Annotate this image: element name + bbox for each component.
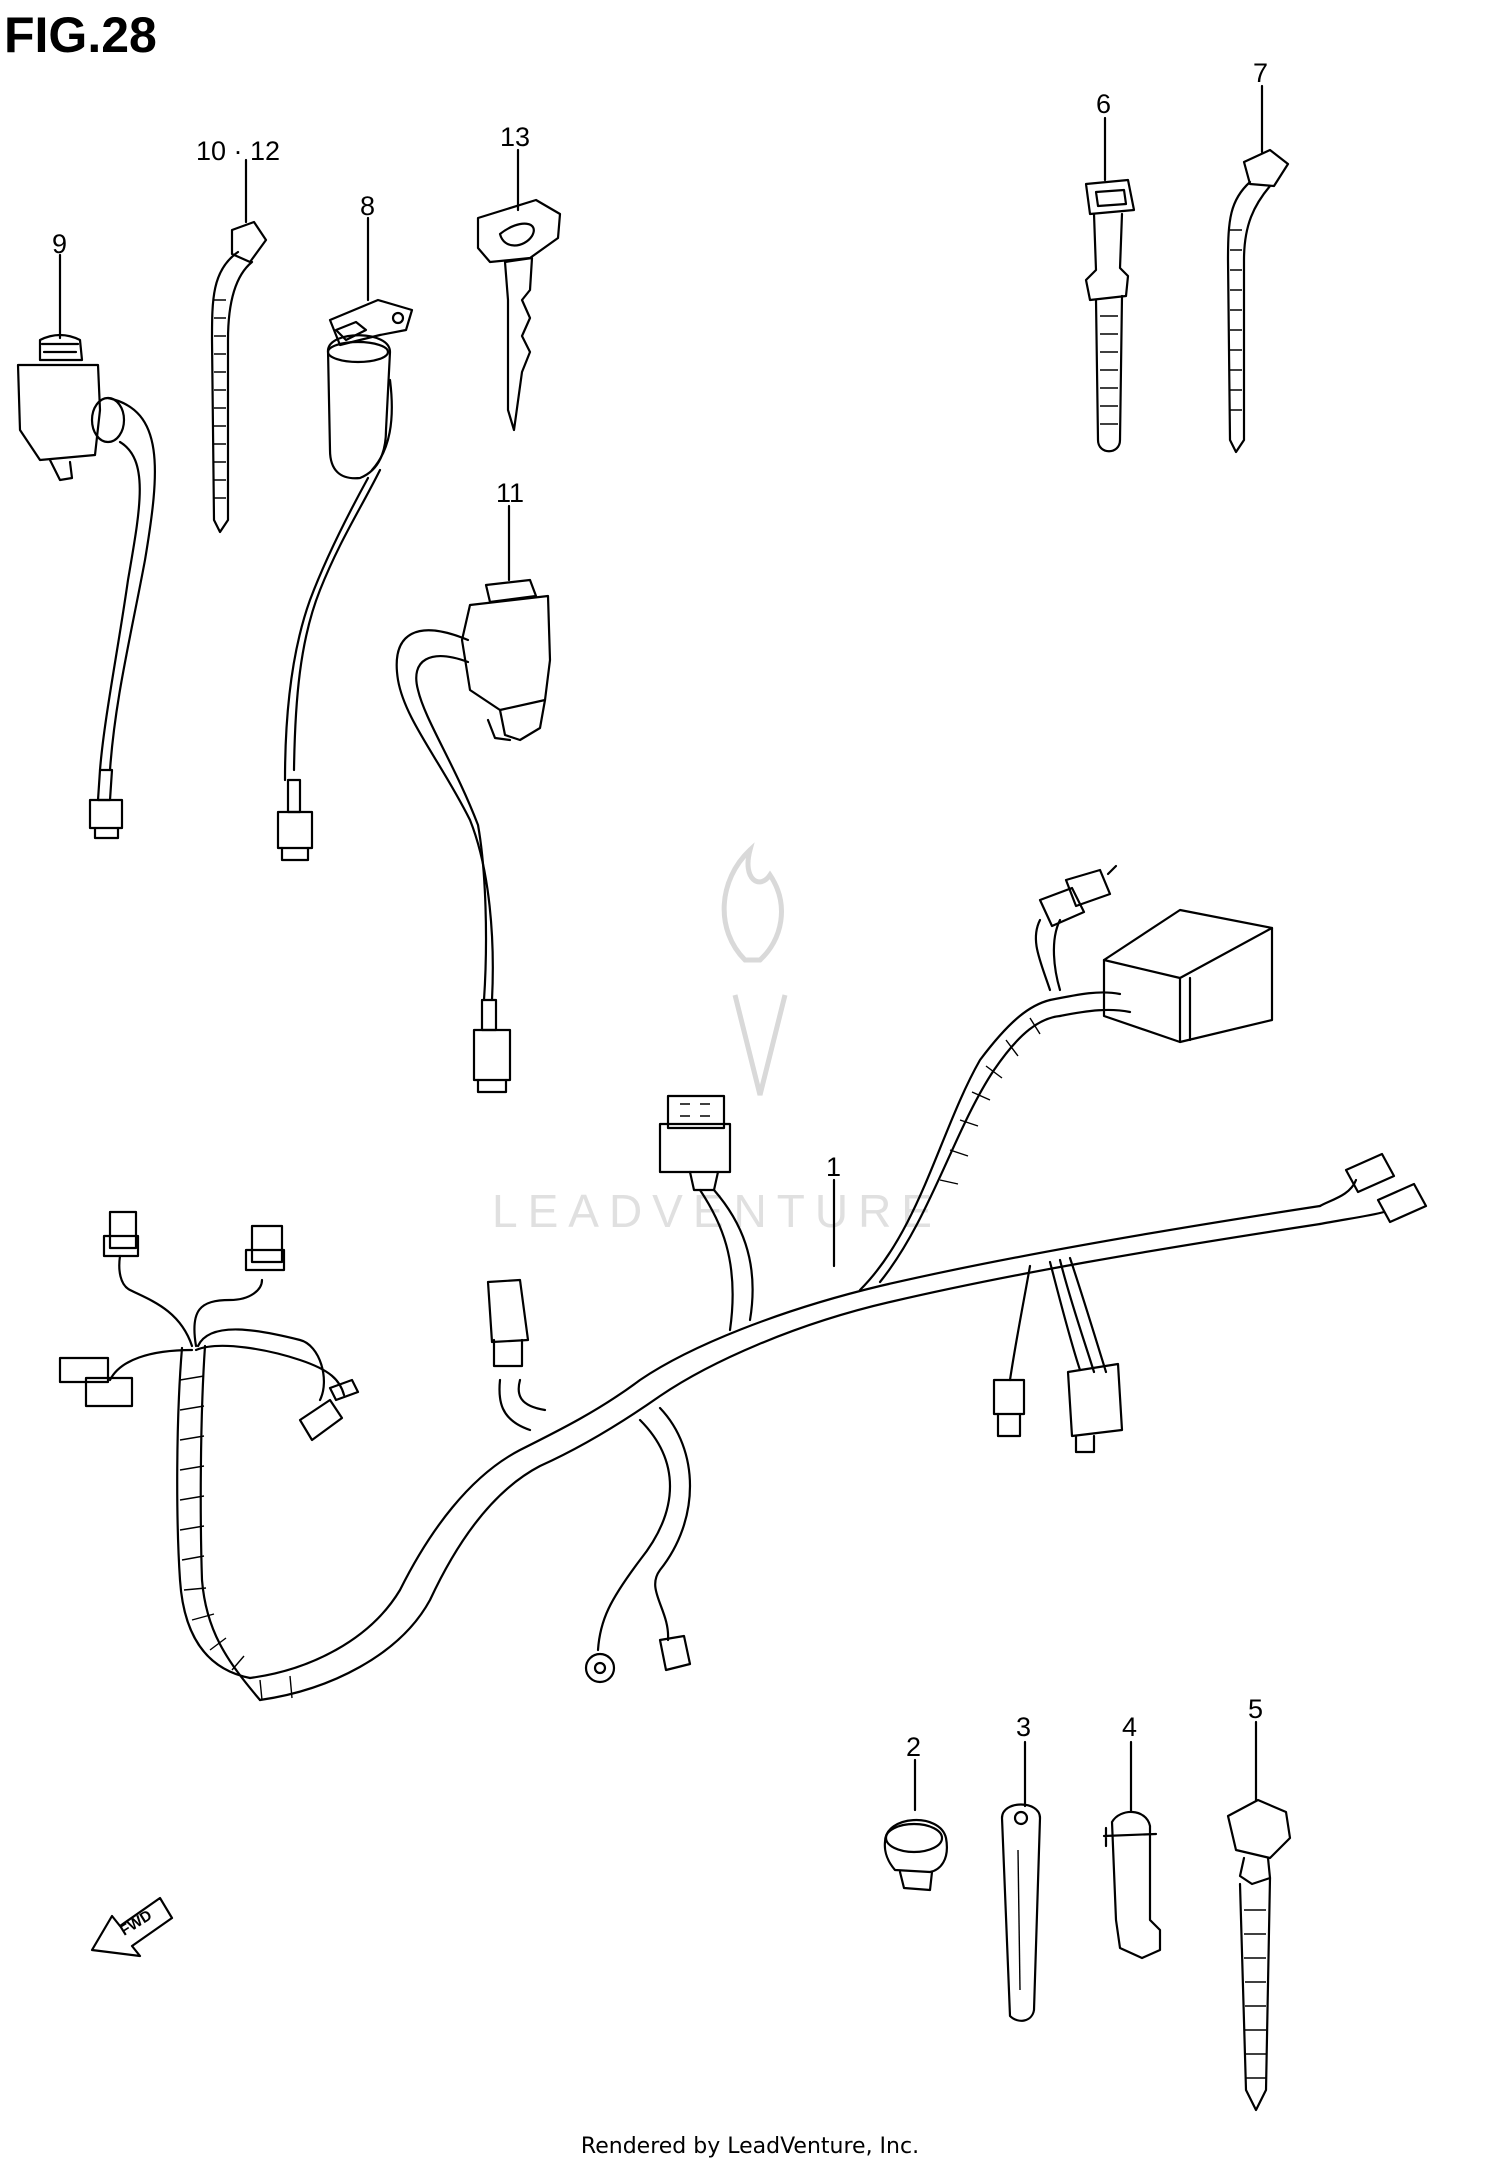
svg-text:4: 4 — [1122, 1712, 1137, 1742]
svg-text:10 · 12: 10 · 12 — [196, 136, 280, 166]
part-7-cable-tie[interactable] — [1226, 84, 1290, 454]
part-11-switch[interactable] — [395, 504, 552, 1094]
callout-3: 3 — [1016, 1712, 1031, 1742]
svg-text:2: 2 — [906, 1732, 921, 1762]
watermark-v-icon — [732, 994, 788, 1096]
callout-2: 2 — [906, 1732, 921, 1762]
svg-text:9: 9 — [52, 229, 67, 259]
svg-text:8: 8 — [360, 191, 375, 221]
part-13-key[interactable] — [476, 148, 562, 432]
callout-1: 1 — [826, 1152, 841, 1182]
callout-7: 7 — [1253, 58, 1268, 88]
svg-text:5: 5 — [1248, 1694, 1263, 1724]
callout-10-12: 10 · 12 — [196, 136, 280, 166]
svg-text:3: 3 — [1016, 1712, 1031, 1742]
callout-13: 13 — [500, 122, 530, 152]
callout-11: 11 — [496, 478, 524, 508]
part-1-wiring-harness[interactable] — [58, 864, 1428, 1702]
callout-5: 5 — [1248, 1694, 1263, 1724]
part-8-ignition-switch[interactable] — [276, 216, 414, 862]
part-2-clamp[interactable] — [883, 1758, 948, 1892]
svg-text:7: 7 — [1253, 58, 1268, 88]
svg-text:6: 6 — [1096, 89, 1111, 119]
callout-4: 4 — [1122, 1712, 1137, 1742]
part-9-switch[interactable] — [16, 253, 156, 840]
svg-text:13: 13 — [500, 122, 530, 152]
figure-title: FIG.28 — [4, 7, 157, 63]
part-4-clamp[interactable] — [1102, 1740, 1162, 1960]
fwd-arrow: FWD — [90, 1896, 174, 1958]
part-5-cable-tie[interactable] — [1226, 1720, 1292, 2112]
render-credit: Rendered by LeadVenture, Inc. — [580, 2134, 920, 2159]
watermark-flame-icon — [721, 842, 784, 963]
part-6-band[interactable] — [1084, 116, 1136, 453]
svg-text:11: 11 — [496, 478, 524, 508]
svg-text:1: 1 — [826, 1152, 841, 1182]
fwd-arrow-icon — [90, 1896, 174, 1958]
callout-6: 6 — [1096, 89, 1111, 119]
part-10-12-cable-tie[interactable] — [210, 158, 268, 534]
callout-8: 8 — [360, 191, 375, 221]
part-3-clip[interactable] — [1000, 1740, 1042, 2022]
callout-9: 9 — [52, 229, 67, 259]
